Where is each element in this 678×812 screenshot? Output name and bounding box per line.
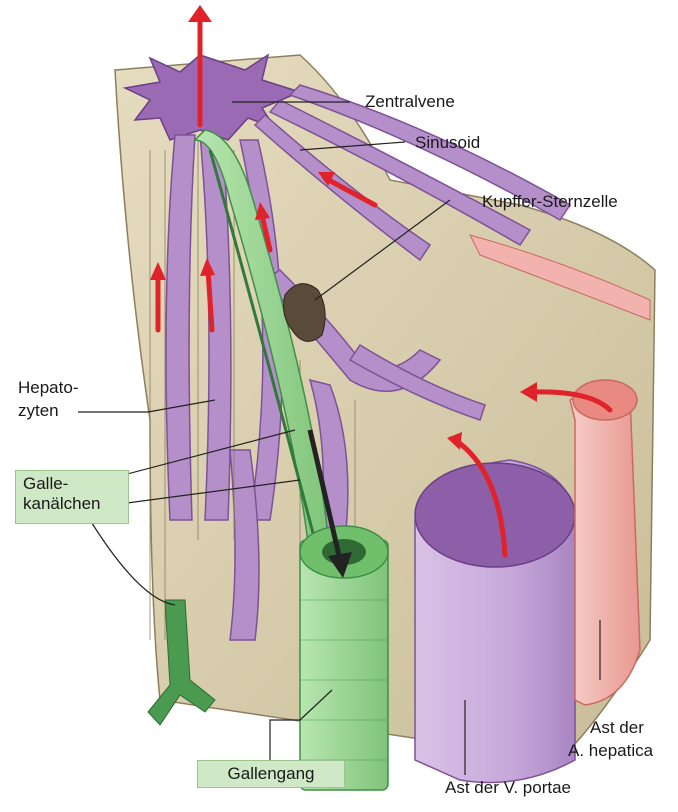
label-gallekanaelchen-1: Galle- bbox=[23, 474, 121, 494]
label-gallekanaelchen: Galle- kanälchen bbox=[15, 470, 129, 524]
label-portae: Ast der V. portae bbox=[445, 778, 571, 798]
label-zentralvene: Zentralvene bbox=[365, 92, 455, 112]
portal-vein-opening bbox=[415, 463, 575, 567]
artery-opening bbox=[573, 380, 637, 420]
hepatic-artery bbox=[570, 389, 640, 705]
label-hepatozyten-1: Hepato- bbox=[18, 378, 78, 398]
label-gallekanaelchen-2: kanälchen bbox=[23, 494, 121, 514]
label-sinusoid: Sinusoid bbox=[415, 133, 480, 153]
label-kupffer: Kupffer-Sternzelle bbox=[482, 192, 618, 212]
label-gallengang: Gallengang bbox=[197, 760, 345, 788]
label-hepatica-1: Ast der bbox=[590, 718, 644, 738]
label-hepatica-2: A. hepatica bbox=[568, 741, 653, 761]
label-hepatozyten-2: zyten bbox=[18, 401, 59, 421]
